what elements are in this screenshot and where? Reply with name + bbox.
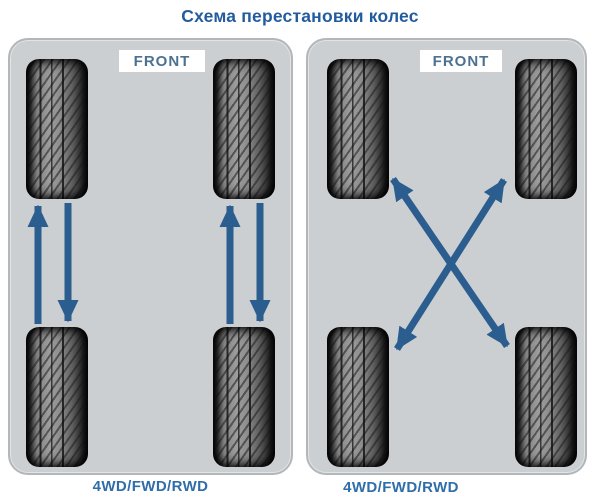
front-label: FRONT [119, 50, 205, 72]
tire-front-left [26, 59, 88, 199]
arrow-diagonal-tl-br-icon [390, 177, 510, 348]
drivetrain-caption-right: 4WD/FWD/RWD [343, 479, 459, 496]
front-label-text: FRONT [133, 52, 191, 70]
tire-rear-left [26, 327, 88, 467]
tire-rear-right [213, 327, 275, 467]
panel-parallel-rotation: FRONT [8, 38, 293, 475]
page-title: Схема перестановки колес [181, 6, 419, 26]
tire-front-right [515, 59, 577, 199]
arrow-diagonal-tr-bl-icon [394, 178, 507, 351]
front-label: FRONT [420, 50, 502, 72]
drivetrain-caption-left: 4WD/FWD/RWD [92, 478, 209, 495]
tire-rear-right [515, 327, 577, 467]
tire-rear-left [327, 327, 389, 467]
panel-cross-rotation: FRONT [306, 38, 587, 475]
tire-front-right [213, 59, 275, 199]
front-label-text: FRONT [432, 52, 490, 70]
tire-front-left [327, 59, 389, 199]
